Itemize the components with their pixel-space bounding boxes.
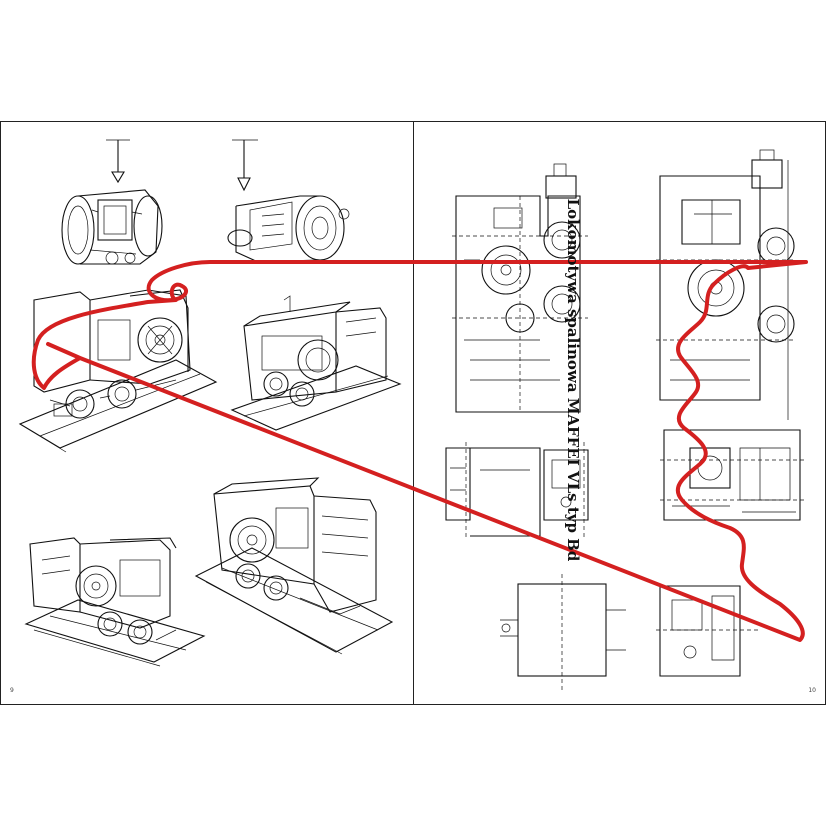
engine-drawing-2 xyxy=(227,139,350,263)
plan-drawing-rear-view xyxy=(660,429,804,521)
locomotive-drawing-2 xyxy=(230,295,402,431)
locomotive-drawing-3 xyxy=(24,537,206,667)
page-number-right: 10 xyxy=(808,687,816,694)
red-scribble-annotation xyxy=(31,260,808,642)
right-page: 10 xyxy=(414,121,826,705)
plan-drawing-cab-view xyxy=(445,442,589,540)
locomotive-drawing-4 xyxy=(194,477,394,655)
plan-drawing-top-view xyxy=(500,574,626,690)
page-title-vertical: Lokomotywa spalinowa MAFFEI VLs typ Bd xyxy=(564,198,582,562)
engine-drawing-1 xyxy=(61,139,163,265)
plan-drawing-detail xyxy=(656,585,760,677)
plan-drawing-front-view xyxy=(656,149,796,420)
locomotive-drawing-1 xyxy=(18,289,218,453)
page-number-left: 9 xyxy=(10,687,14,694)
